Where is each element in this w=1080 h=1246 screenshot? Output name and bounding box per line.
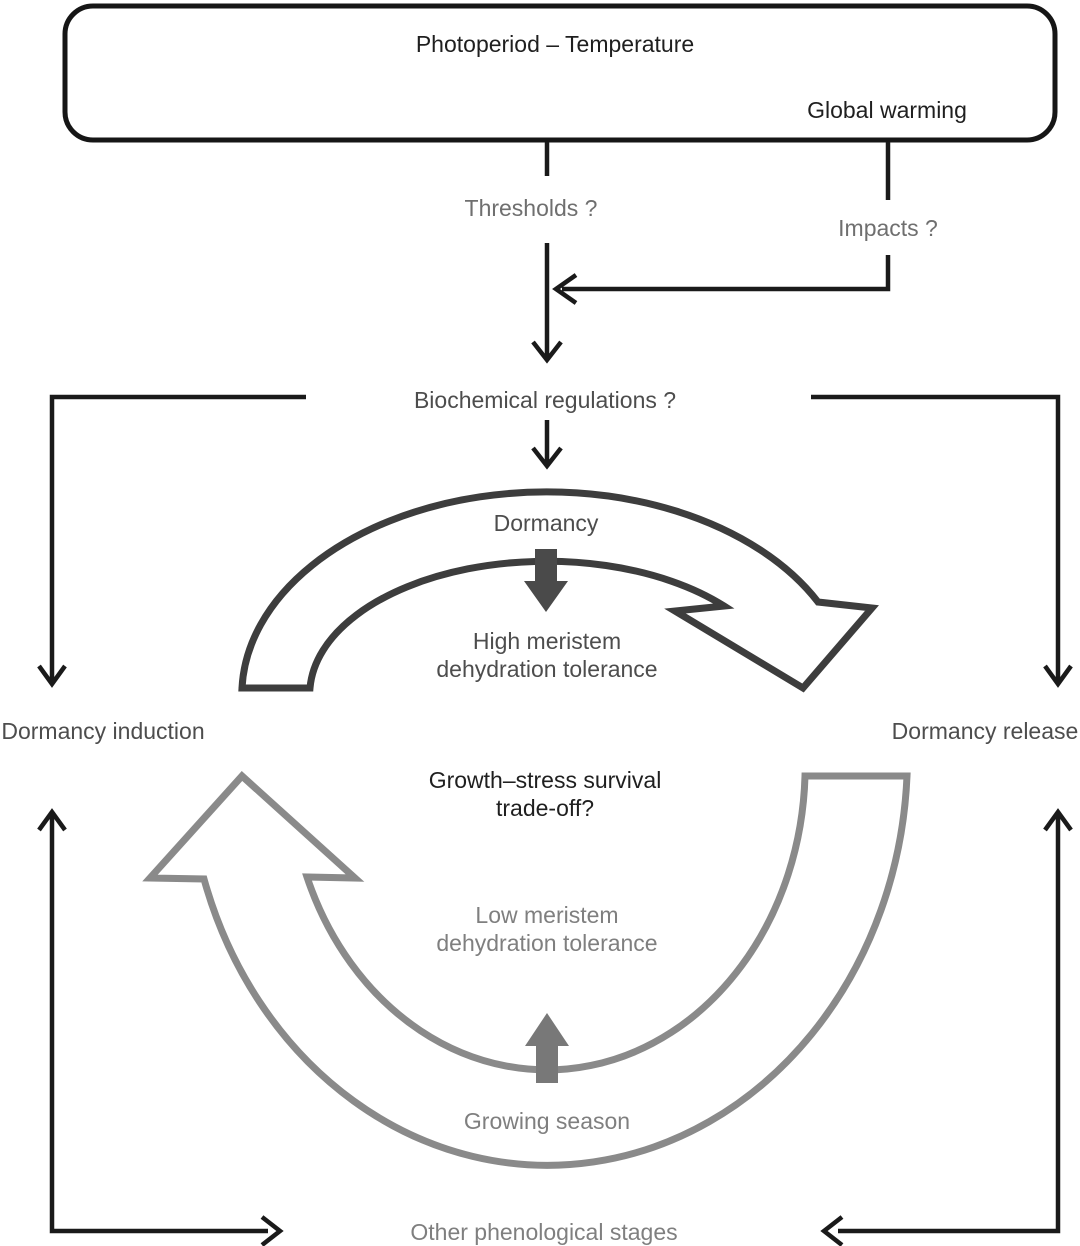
photoperiod-temperature-box xyxy=(62,3,1058,143)
impacts-label: Impacts ? xyxy=(838,215,938,241)
high-meristem-line1: High meristem xyxy=(472,628,622,654)
low-meristem-label: Low meristem dehydration tolerance xyxy=(436,901,657,957)
dormancy-label: Dormancy xyxy=(493,510,599,536)
global-warming-label: Global warming xyxy=(807,97,967,123)
low-meristem-line1: Low meristem xyxy=(475,902,619,928)
high-meristem-line2: dehydration tolerance xyxy=(436,656,658,682)
high-meristem-label: High meristem dehydration tolerance xyxy=(436,627,657,683)
high-tolerance-down-arrow xyxy=(524,549,568,612)
bottom-right-return-arrow xyxy=(820,808,1073,1246)
dormancy-induction-arrow xyxy=(37,394,306,688)
thresholds-arrow xyxy=(531,142,563,364)
low-meristem-line2: dehydration tolerance xyxy=(436,930,658,956)
other-phenological-stages-label: Other phenological stages xyxy=(410,1219,678,1245)
tradeoff-line1: Growth–stress survival xyxy=(428,767,662,793)
growing-season-arc-arrow xyxy=(142,771,911,1169)
dormancy-arc-arrow xyxy=(238,488,879,693)
dormancy-release-arrow xyxy=(811,394,1073,688)
dormancy-release-label: Dormancy release xyxy=(891,718,1079,744)
biochemical-regulations-label: Biochemical regulations ? xyxy=(413,387,677,413)
growing-season-label: Growing season xyxy=(463,1108,631,1134)
box-title: Photoperiod – Temperature xyxy=(415,31,695,57)
thresholds-label: Thresholds ? xyxy=(464,195,598,221)
bottom-left-return-arrow xyxy=(37,808,284,1246)
impacts-arrow xyxy=(552,142,891,305)
dormancy-induction-label: Dormancy induction xyxy=(1,718,205,744)
biochemical-down-arrow xyxy=(531,420,563,470)
tradeoff-line2: trade-off? xyxy=(495,795,595,821)
low-tolerance-up-arrow xyxy=(525,1013,569,1083)
growth-stress-tradeoff-label: Growth–stress survival trade-off? xyxy=(429,766,662,822)
